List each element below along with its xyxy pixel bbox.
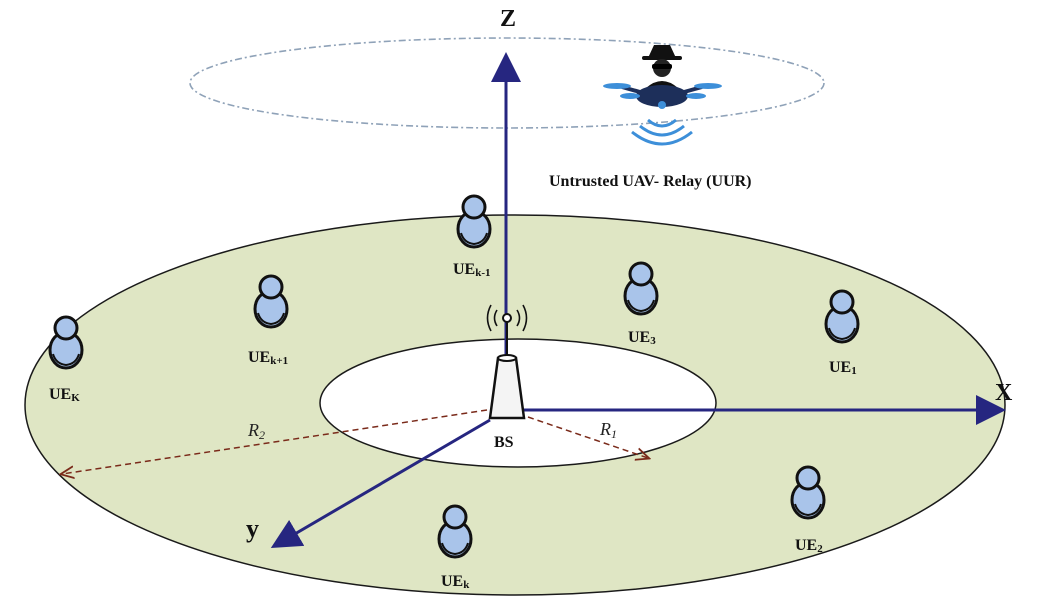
user-label: UEK — [49, 386, 80, 404]
user-ue-K: UEK — [48, 315, 84, 404]
user-label: UEk-1 — [453, 261, 491, 279]
user-label: UE1 — [829, 359, 857, 377]
user-label: UEk+1 — [248, 349, 288, 367]
user-ue-k-minus-1: UEk-1 — [453, 194, 492, 279]
user-icon — [824, 289, 860, 344]
outer-radius-label: R2 — [247, 420, 265, 442]
user-icon — [790, 465, 826, 520]
outer-radius-line — [62, 409, 488, 474]
base-station-label: BS — [494, 434, 514, 451]
user-icon — [253, 274, 289, 329]
user-ue-1: UE1 — [824, 289, 860, 377]
user-label: UE3 — [628, 329, 656, 347]
user-icon — [623, 261, 659, 316]
spy-drone-icon — [603, 45, 722, 146]
user-label: UE2 — [795, 537, 823, 555]
user-ue-k: UEk — [437, 504, 473, 591]
y-axis — [270, 418, 491, 549]
user-ue-2: UE2 — [790, 465, 826, 555]
uav-caption: Untrusted UAV- Relay (UUR) — [549, 173, 752, 190]
x-axis-label: X — [995, 380, 1013, 406]
user-icon — [456, 194, 492, 249]
user-ue-3: UE3 — [623, 261, 659, 347]
user-icon — [48, 315, 84, 370]
base-station-tower-icon — [486, 304, 528, 420]
user-icon — [437, 504, 473, 559]
inner-radius-line — [527, 416, 648, 458]
z-axis-label: Z — [500, 6, 516, 32]
y-axis-label: y — [246, 514, 259, 543]
inner-radius-label: R1 — [599, 419, 617, 441]
user-ue-k-plus-1: UEk+1 — [248, 274, 289, 367]
user-label: UEk — [441, 573, 470, 591]
